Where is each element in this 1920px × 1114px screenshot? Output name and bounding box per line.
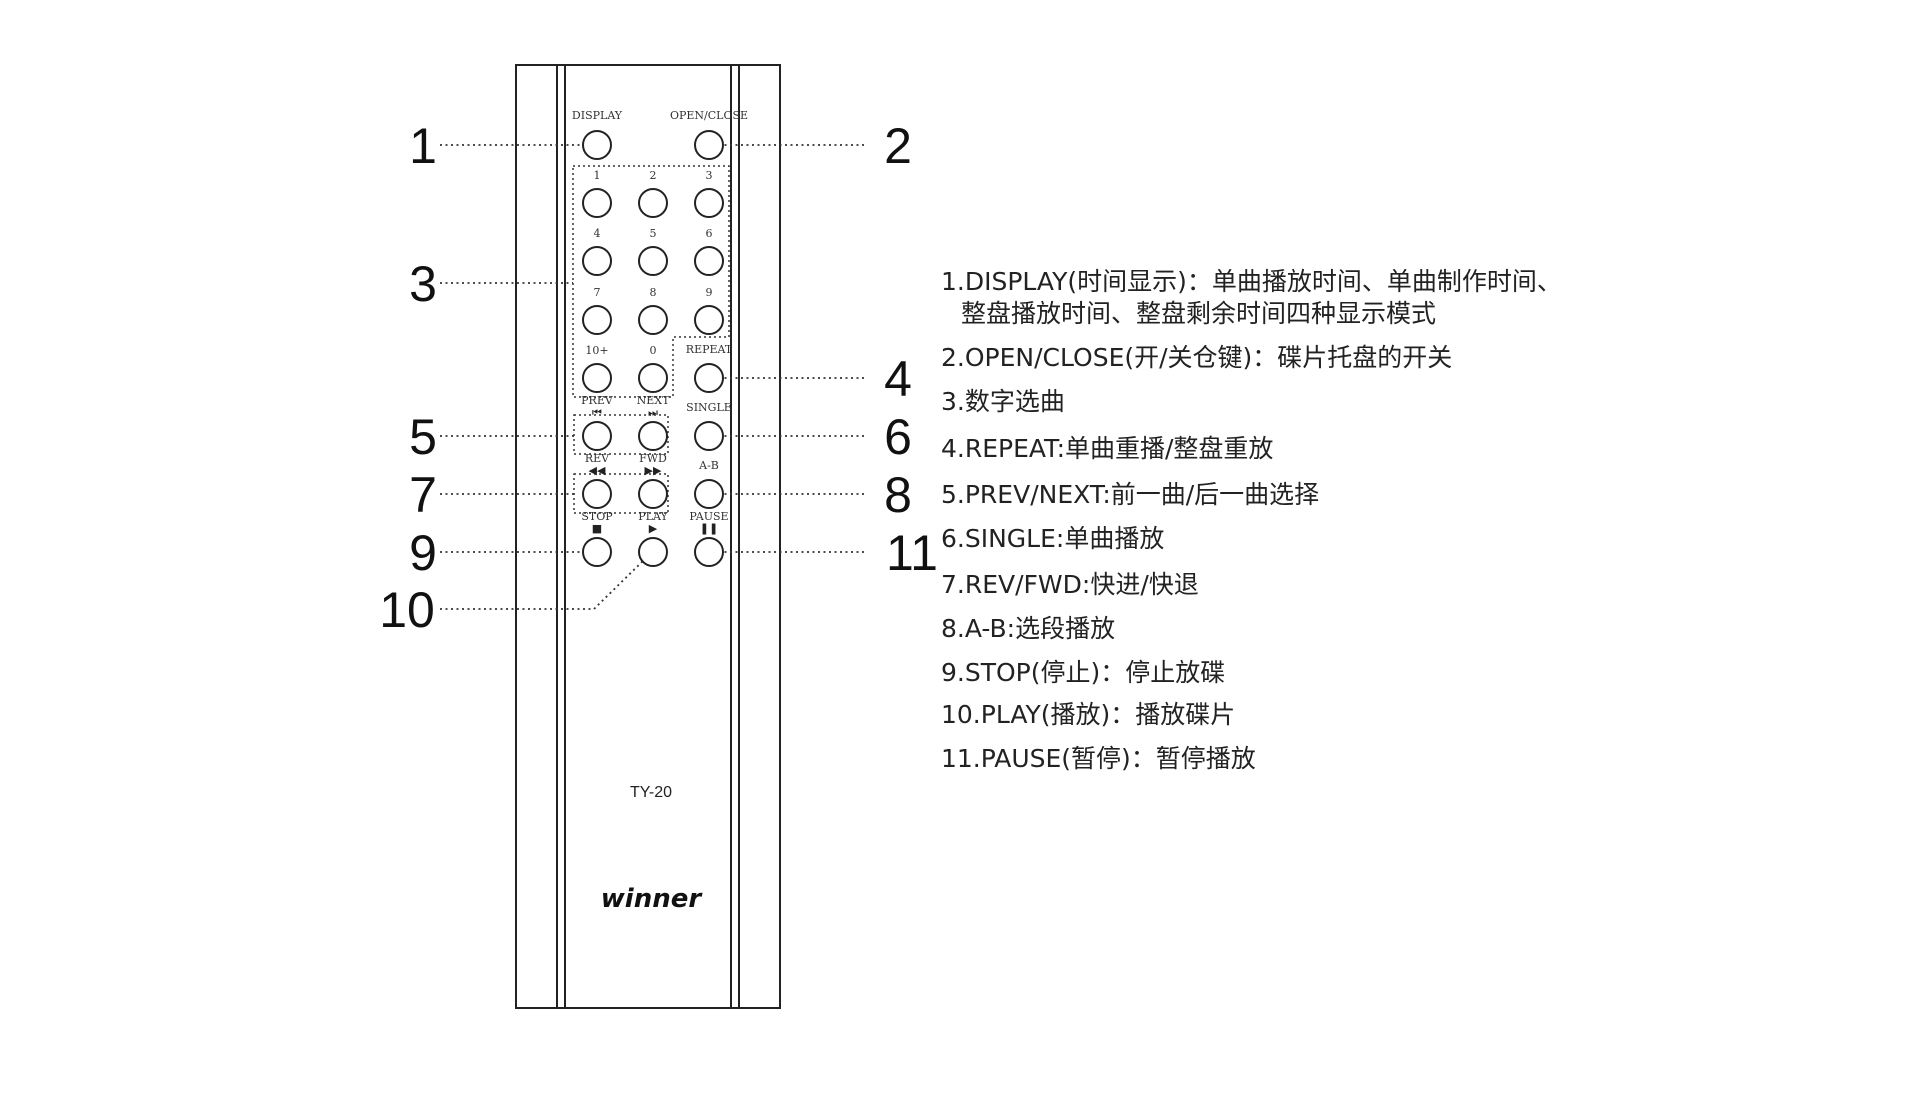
legend-item: 8.A-B:选段播放 xyxy=(941,613,1115,645)
legend-item: 9.STOP(停止)：停止放碟 xyxy=(941,657,1225,689)
display-label: DISPLAY xyxy=(572,109,623,122)
key-3-label: 3 xyxy=(706,169,713,182)
brand-logo: winner xyxy=(601,884,704,914)
key-1-label: 1 xyxy=(594,169,601,182)
prev-button[interactable] xyxy=(582,421,612,451)
key-0-button[interactable] xyxy=(638,363,668,393)
key-4-button[interactable] xyxy=(582,246,612,276)
callout-number-4: 4 xyxy=(884,351,912,407)
callout-number-5: 5 xyxy=(409,409,437,465)
legend-item-text: 11.PAUSE(暂停)：暂停播放 xyxy=(941,744,1256,773)
stop-icon: ■ xyxy=(592,522,602,535)
key-6-label: 6 xyxy=(706,227,713,240)
key-5-label: 5 xyxy=(650,227,657,240)
key-10-plus-button[interactable] xyxy=(582,363,612,393)
legend-item: 10.PLAY(播放)：播放碟片 xyxy=(941,699,1235,731)
next-label: NEXT xyxy=(637,394,670,407)
legend-item: 2.OPEN/CLOSE(开/关仓键)：碟片托盘的开关 xyxy=(941,342,1452,374)
play-label: PLAY xyxy=(638,510,668,523)
callout-number-8: 8 xyxy=(884,467,912,523)
legend-item-text: 8.A-B:选段播放 xyxy=(941,614,1116,643)
callout-number-11: 11 xyxy=(886,525,938,581)
callout-number-9: 9 xyxy=(409,525,437,581)
key-10-plus-label: 10+ xyxy=(585,344,608,357)
key-8-button[interactable] xyxy=(638,305,668,335)
key-2-button[interactable] xyxy=(638,188,668,218)
legend-item-text: 4.REPEAT:单曲重播/整盘重放 xyxy=(941,434,1274,463)
legend-item: 3.数字选曲 xyxy=(941,386,1065,418)
repeat-button[interactable] xyxy=(694,363,724,393)
display-button[interactable] xyxy=(582,130,612,160)
numeric-keys-group-outline xyxy=(572,165,730,398)
stop-button[interactable] xyxy=(582,537,612,567)
fwd-button[interactable] xyxy=(638,479,668,509)
a-b-label: A-B xyxy=(698,459,719,472)
key-4-label: 4 xyxy=(594,227,601,240)
remote-body-outline xyxy=(515,64,781,1009)
callout-number-1: 1 xyxy=(409,118,437,174)
key-8-label: 8 xyxy=(650,286,657,299)
key-6-button[interactable] xyxy=(694,246,724,276)
rev-icon: ◀◀ xyxy=(589,464,606,477)
legend-item-text: 10.PLAY(播放)：播放碟片 xyxy=(941,700,1236,729)
key-9-label: 9 xyxy=(706,286,713,299)
legend-item: 1.DISPLAY(时间显示)：单曲播放时间、单曲制作时间、整盘播放时间、整盘剩… xyxy=(941,266,1562,330)
callout-number-10: 10 xyxy=(379,582,435,638)
legend-item: 6.SINGLE:单曲播放 xyxy=(941,523,1164,555)
callout-number-3: 3 xyxy=(409,256,437,312)
callout-number-2: 2 xyxy=(884,118,912,174)
rev-label: REV xyxy=(585,452,610,465)
key-3-button[interactable] xyxy=(694,188,724,218)
legend-item-text: 5.PREV/NEXT:前一曲/后一曲选择 xyxy=(941,480,1320,509)
leader-line-10 xyxy=(440,555,649,610)
legend-item-text: 3.数字选曲 xyxy=(941,387,1065,416)
pause-icon: ❚❚ xyxy=(700,522,718,535)
open-close-button[interactable] xyxy=(694,130,724,160)
callout-number-6: 6 xyxy=(884,409,912,465)
legend-item-text: 9.STOP(停止)：停止放碟 xyxy=(941,658,1226,687)
key-2-label: 2 xyxy=(650,169,657,182)
legend-item-text: 6.SINGLE:单曲播放 xyxy=(941,524,1165,553)
next-icon: ⏭ xyxy=(648,406,658,419)
key-1-button[interactable] xyxy=(582,188,612,218)
rev-button[interactable] xyxy=(582,479,612,509)
callout-number-7: 7 xyxy=(409,467,437,523)
legend-item-text: 2.OPEN/CLOSE(开/关仓键)：碟片托盘的开关 xyxy=(941,343,1453,372)
open-close-label: OPEN/CLOSE xyxy=(670,109,748,122)
a-b-button[interactable] xyxy=(694,479,724,509)
legend-item-text-continued: 整盘播放时间、整盘剩余时间四种显示模式 xyxy=(961,299,1437,328)
fwd-icon: ▶▶ xyxy=(645,464,662,477)
model-label: TY-20 xyxy=(630,784,672,801)
prev-next-group-outline xyxy=(573,414,669,455)
legend-item: 4.REPEAT:单曲重播/整盘重放 xyxy=(941,433,1273,465)
fwd-label: FWD xyxy=(639,452,667,465)
next-button[interactable] xyxy=(638,421,668,451)
pause-button[interactable] xyxy=(694,537,724,567)
legend-item-text: 7.REV/FWD:快进/快退 xyxy=(941,570,1199,599)
play-icon: ▶ xyxy=(649,522,658,535)
play-button[interactable] xyxy=(638,537,668,567)
key-7-button[interactable] xyxy=(582,305,612,335)
key-9-button[interactable] xyxy=(694,305,724,335)
single-label: SINGLE xyxy=(686,401,732,414)
key-5-button[interactable] xyxy=(638,246,668,276)
legend-item: 7.REV/FWD:快进/快退 xyxy=(941,569,1199,601)
stop-label: STOP xyxy=(581,510,613,523)
legend-item: 5.PREV/NEXT:前一曲/后一曲选择 xyxy=(941,479,1319,511)
prev-label: PREV xyxy=(581,394,614,407)
key-0-label: 0 xyxy=(650,344,657,357)
pause-label: PAUSE xyxy=(689,510,728,523)
single-button[interactable] xyxy=(694,421,724,451)
prev-icon: ⏮ xyxy=(592,406,602,419)
legend-item: 11.PAUSE(暂停)：暂停播放 xyxy=(941,743,1256,775)
legend-item-text: 1.DISPLAY(时间显示)：单曲播放时间、单曲制作时间、 xyxy=(941,267,1562,296)
repeat-label: REPEAT xyxy=(686,343,733,356)
key-7-label: 7 xyxy=(594,286,601,299)
